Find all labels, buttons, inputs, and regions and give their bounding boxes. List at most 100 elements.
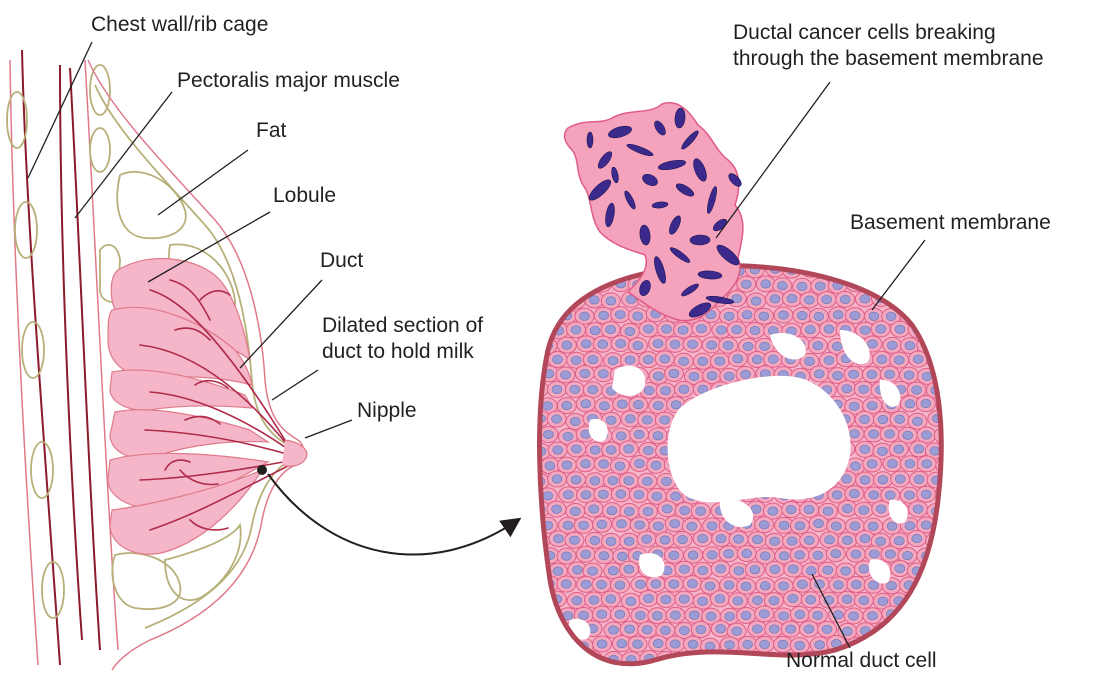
duct-cell-nucleus — [624, 445, 634, 453]
duct-cell-nucleus — [633, 341, 643, 349]
duct-cell-nucleus — [723, 341, 733, 349]
duct-cell-nucleus — [563, 432, 573, 440]
duct-cell-nucleus — [705, 642, 715, 650]
duct-cell — [934, 277, 953, 293]
duct-cell — [926, 292, 945, 308]
duct-cell-nucleus — [617, 552, 627, 560]
duct-cell-nucleus — [867, 460, 877, 468]
duct-cell-nucleus — [552, 297, 562, 305]
duct-cell-nucleus — [895, 475, 905, 483]
duct-cell-nucleus — [597, 640, 607, 648]
duct-cell-nucleus — [743, 342, 753, 350]
duct-cell-nucleus — [653, 639, 663, 647]
duct-cell-nucleus — [921, 399, 931, 407]
duct-cell-nucleus — [724, 550, 734, 558]
duct-cell-nucleus — [607, 266, 617, 274]
duct-cell-nucleus — [716, 534, 726, 542]
duct-cell-nucleus — [741, 280, 751, 288]
duct-cell-nucleus — [570, 507, 580, 515]
duct-cell-nucleus — [581, 281, 591, 289]
duct-cell-nucleus — [598, 490, 608, 498]
duct-cell-nucleus — [698, 566, 708, 574]
duct-cell-nucleus — [689, 372, 699, 380]
duct-cell-nucleus — [606, 325, 616, 333]
duct-cell-nucleus — [797, 311, 807, 319]
duct-cell — [539, 276, 558, 292]
duct-cell-nucleus — [814, 519, 824, 527]
duct-cell-nucleus — [759, 521, 769, 529]
duct-cell-nucleus — [715, 595, 725, 603]
duct-cell-nucleus — [617, 400, 627, 408]
duct-cell-nucleus — [770, 565, 780, 573]
duct-cell-nucleus — [867, 280, 877, 288]
duct-cell-nucleus — [624, 507, 634, 515]
duct-cell-nucleus — [651, 580, 661, 588]
duct-cell-nucleus — [571, 266, 581, 274]
duct-cell-nucleus — [660, 416, 670, 424]
label-duct: Duct — [320, 248, 363, 274]
duct-cell-nucleus — [806, 567, 816, 575]
duct-cell-nucleus — [814, 370, 824, 378]
duct-cell-nucleus — [570, 536, 580, 544]
duct-cell-nucleus — [786, 625, 796, 633]
duct-cell-nucleus — [876, 267, 886, 275]
duct-cell-nucleus — [688, 640, 698, 648]
duct-cell-nucleus — [598, 370, 608, 378]
duct-cell-nucleus — [535, 296, 545, 304]
duct-cell-nucleus — [581, 460, 591, 468]
duct-cell-nucleus — [606, 595, 616, 603]
duct-cell — [937, 307, 956, 323]
duct-cell-nucleus — [905, 491, 915, 499]
duct-cell-nucleus — [606, 297, 616, 305]
duct-cell-nucleus — [912, 267, 922, 275]
duct-cell-nucleus — [670, 611, 680, 619]
duct-cell-nucleus — [643, 325, 653, 333]
duct-cell-nucleus — [849, 370, 859, 378]
duct-cell-nucleus — [860, 295, 870, 303]
duct-cell-nucleus — [581, 491, 591, 499]
duct-cell-nucleus — [913, 295, 923, 303]
duct-cell-nucleus — [660, 626, 670, 634]
duct-cell-nucleus — [552, 385, 562, 393]
duct-cell-nucleus — [850, 311, 860, 319]
duct-cell-nucleus — [724, 312, 734, 320]
duct-cell-nucleus — [635, 521, 645, 529]
duct-cell-nucleus — [716, 326, 726, 334]
duct-cell — [531, 292, 550, 308]
duct-cell-nucleus — [597, 610, 607, 618]
leader-basement — [872, 240, 925, 310]
duct-cell-nucleus — [679, 626, 689, 634]
duct-cell — [531, 322, 550, 338]
duct-cell-nucleus — [787, 537, 797, 545]
duct-cell-nucleus — [833, 311, 843, 319]
label-pectoralis-major: Pectoralis major muscle — [177, 68, 400, 94]
duct-cell-nucleus — [545, 462, 555, 470]
duct-cell-nucleus — [616, 490, 626, 498]
duct-cell-nucleus — [849, 612, 859, 620]
duct-cell-nucleus — [894, 445, 904, 453]
duct-cell-nucleus — [534, 654, 544, 662]
duct-cell-nucleus — [768, 355, 778, 363]
duct-cell-nucleus — [571, 326, 581, 334]
duct-cell-nucleus — [859, 565, 869, 573]
duct-cell-nucleus — [571, 476, 581, 484]
duct-cell-nucleus — [797, 282, 807, 290]
duct-cell — [899, 607, 918, 623]
muscle-line — [70, 68, 100, 650]
duct-cell-nucleus — [570, 417, 580, 425]
duct-cell-nucleus — [615, 610, 625, 618]
duct-cell-nucleus — [741, 582, 751, 590]
duct-cell-nucleus — [939, 341, 949, 349]
duct-cell-nucleus — [643, 355, 653, 363]
duct-cell-nucleus — [885, 491, 895, 499]
duct-cell-nucleus — [553, 625, 563, 633]
duct-cell-nucleus — [707, 372, 717, 380]
duct-cell-nucleus — [742, 311, 752, 319]
duct-cell-nucleus — [615, 581, 625, 589]
duct-cell-nucleus — [642, 416, 652, 424]
label-dilated-section: Dilated section of duct to hold milk — [322, 313, 483, 365]
duct-cell-nucleus — [608, 626, 618, 634]
label-cancer-line-2: through the basement membrane — [733, 46, 1044, 72]
duct-cell-nucleus — [760, 582, 770, 590]
duct-cell-nucleus — [804, 536, 814, 544]
